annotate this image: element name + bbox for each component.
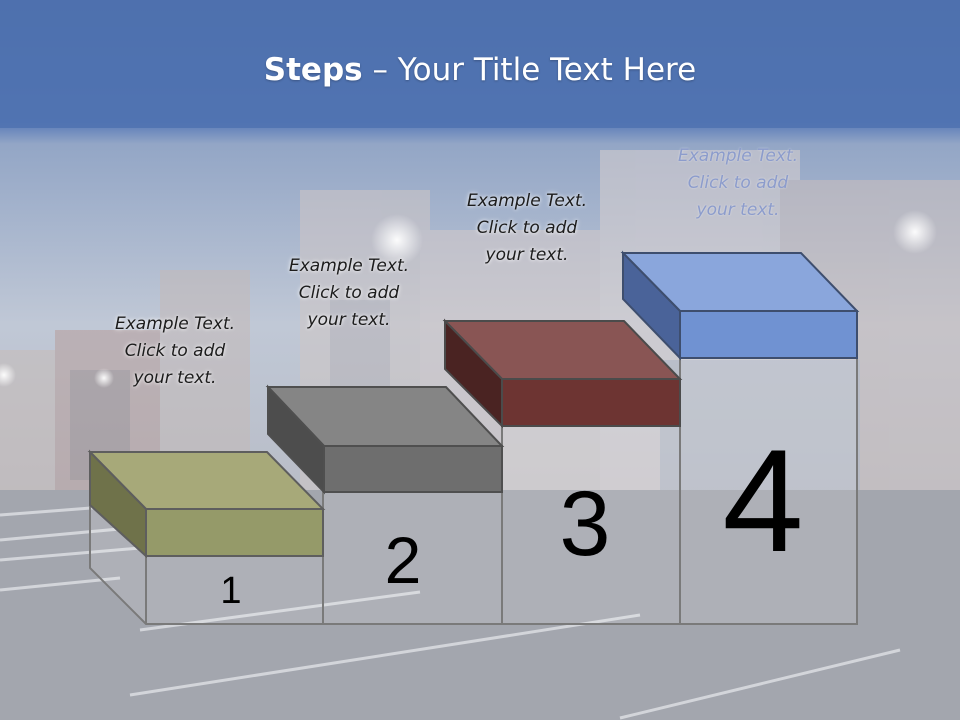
step-block-4 [620, 250, 860, 361]
step-4-front [679, 310, 858, 359]
caption-1-line-1: Example Text. [114, 314, 236, 334]
caption-1-line-3: your text. [133, 368, 217, 388]
slide-title: Steps – Your Title Text Here [0, 52, 960, 88]
step-frames [89, 357, 858, 625]
caption-3-line-3: your text. [485, 245, 569, 265]
caption-4-line-1: Example Text. [677, 146, 799, 166]
title-rest: – Your Title Text Here [362, 52, 697, 88]
step-number-3: 3 [559, 473, 611, 575]
title-bold: Steps [263, 52, 363, 88]
caption-3-line-1: Example Text. [466, 191, 588, 211]
step-block-2 [265, 384, 505, 495]
step-block-3 [442, 318, 683, 429]
step-1-front [145, 508, 324, 557]
step-number-2: 2 [384, 523, 422, 597]
caption-2-line-1: Example Text. [288, 256, 410, 276]
step-2-front [323, 445, 503, 493]
caption-3-line-2: Click to add [476, 218, 578, 238]
caption-1-line-2: Click to add [124, 341, 226, 361]
step-caption-1[interactable]: Example Text. Click to add your text. [85, 311, 265, 392]
step-number-4: 4 [722, 419, 804, 582]
step-number-1: 1 [220, 570, 242, 612]
caption-2-line-3: your text. [307, 310, 391, 330]
step-caption-3[interactable]: Example Text. Click to add your text. [437, 188, 617, 269]
step-block-1 [87, 449, 326, 559]
caption-4-line-3: your text. [696, 200, 780, 220]
step-caption-2[interactable]: Example Text. Click to add your text. [259, 253, 439, 334]
caption-4-line-2: Click to add [687, 173, 789, 193]
caption-2-line-2: Click to add [298, 283, 400, 303]
step-caption-4[interactable]: Example Text. Click to add your text. [648, 143, 828, 224]
step-3-front [501, 378, 681, 427]
